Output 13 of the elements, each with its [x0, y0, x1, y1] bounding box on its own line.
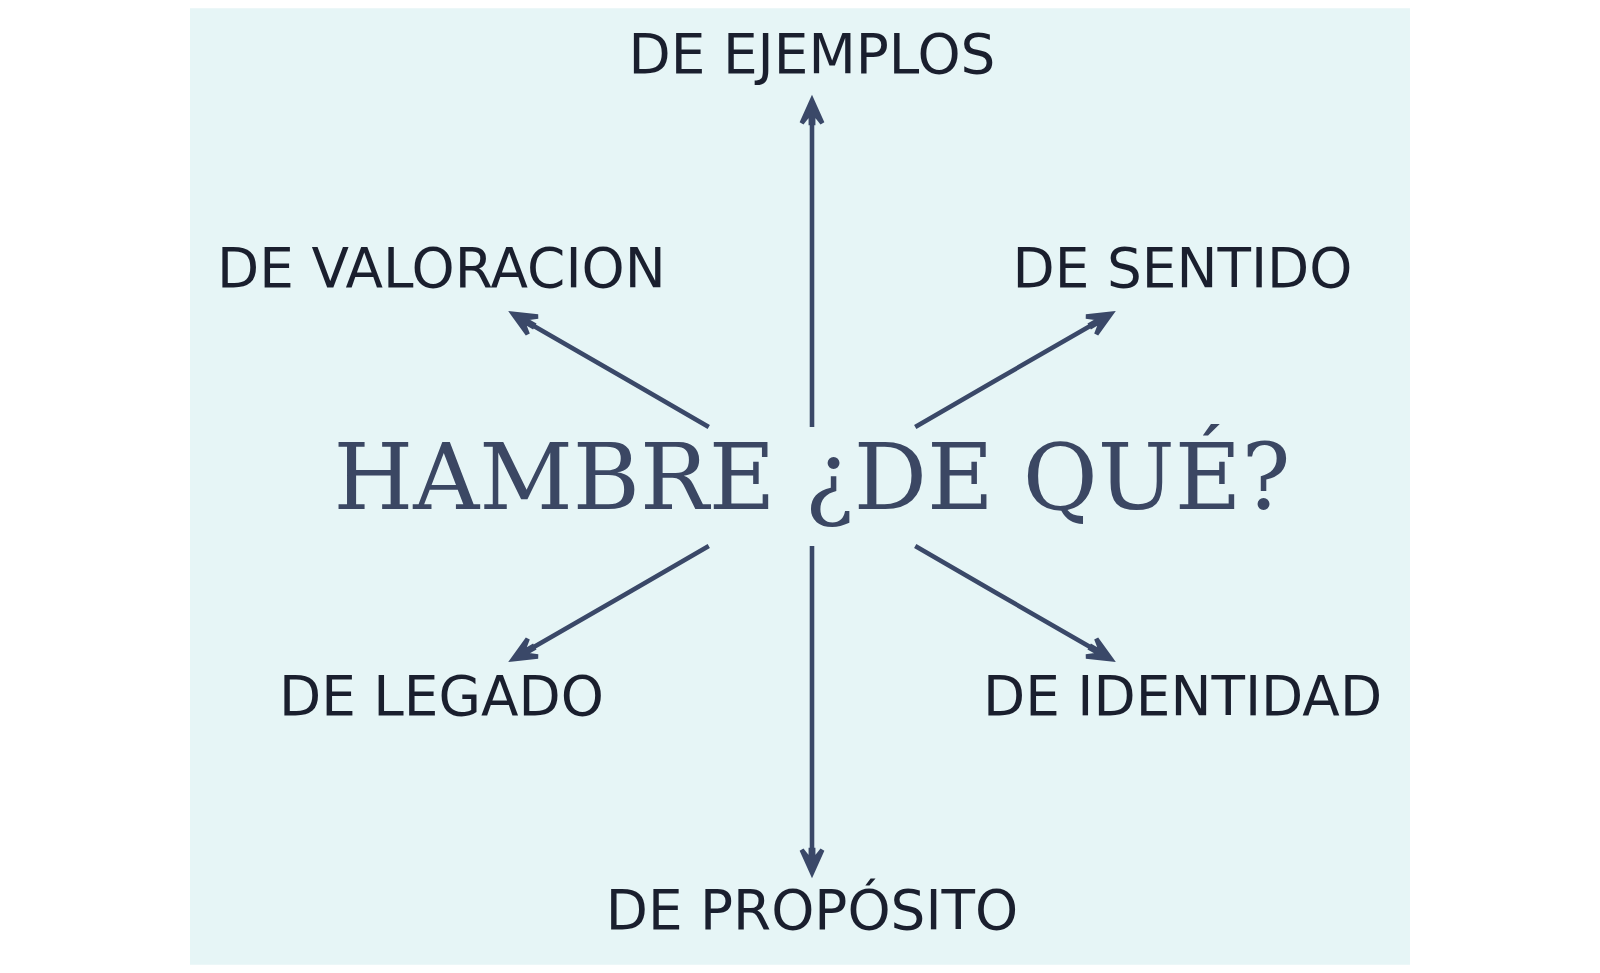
arrow [914, 544, 1114, 662]
arrow [914, 311, 1114, 429]
arrow [510, 311, 710, 429]
node-text: DE EJEMPLOS [628, 21, 996, 86]
arrow [510, 544, 710, 662]
node-text: DE SENTIDO [1012, 235, 1353, 300]
node-text: DE VALORACION [217, 235, 666, 300]
arrow [799, 546, 825, 876]
arrow [799, 97, 825, 427]
node-text: DE LEGADO [278, 663, 604, 728]
node-text: DE PROPÓSITO [605, 877, 1019, 942]
node-text: DE IDENTIDAD [983, 663, 1383, 728]
node-text: HAMBRE ¿DE QUÉ? [333, 424, 1291, 532]
